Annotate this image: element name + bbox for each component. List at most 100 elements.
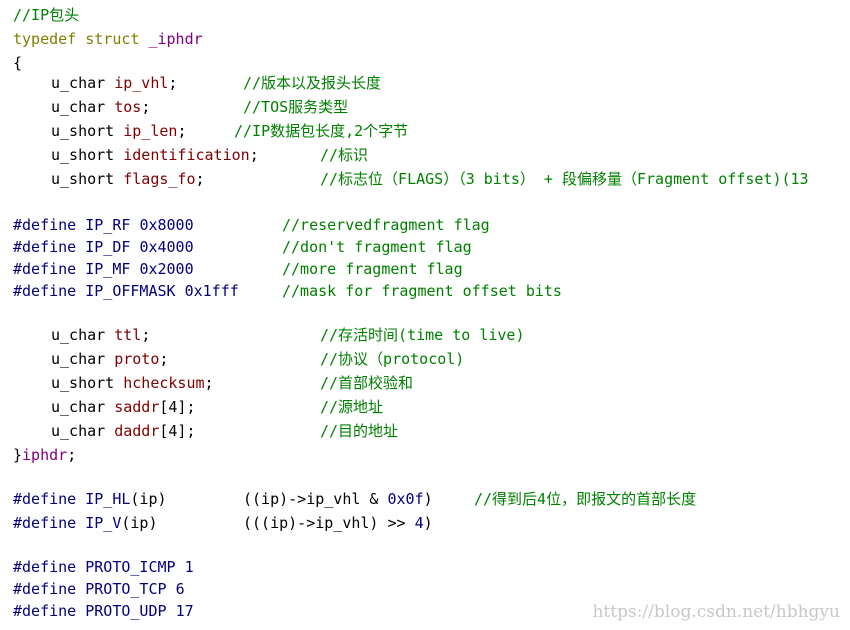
code-punct: ; — [204, 374, 214, 392]
code-line-comment-ttl: //存活时间(time to live) — [320, 324, 525, 346]
code-macro-name: IP_DF — [85, 238, 131, 256]
code-comment: //TOS服务类型 — [243, 98, 349, 116]
code-struct-name: _iphdr — [148, 30, 203, 48]
code-field: hchecksum — [123, 374, 205, 392]
code-type: u_char — [51, 74, 115, 92]
code-line-define-ip-df: #define IP_DF 0x4000 — [13, 236, 194, 258]
code-field: ttl — [114, 326, 142, 344]
code-line-comment-saddr: //源地址 — [320, 396, 383, 418]
code-macro-args: (ip) — [130, 490, 167, 508]
code-directive: #define — [13, 580, 86, 598]
code-comment: //IP包头 — [13, 6, 80, 24]
code-line-define-proto-icmp: #define PROTO_ICMP 1 — [13, 556, 194, 578]
code-brace: } — [13, 446, 23, 464]
code-comment: //IP数据包长度,2个字节 — [234, 122, 409, 140]
code-line-define-proto-udp: #define PROTO_UDP 17 — [13, 600, 194, 622]
code-field: identification — [123, 146, 250, 164]
code-line-field-daddr: u_char daddr[4]; — [51, 420, 196, 442]
code-line-comment-ip-hl: //得到后4位，即报文的首部长度 — [474, 488, 696, 510]
code-line-comment-ip-len: //IP数据包长度,2个字节 — [234, 120, 408, 142]
code-macro-name: IP_HL — [85, 490, 131, 508]
code-macro-body: (((ip)->ip_vhl) >> — [243, 514, 415, 532]
code-directive: #define — [13, 602, 86, 620]
code-number: 4 — [414, 514, 424, 532]
code-number: 0x1fff — [184, 282, 239, 300]
code-line-comment-ip-vhl: //版本以及报头长度 — [243, 72, 381, 94]
code-type: u_char — [51, 326, 115, 344]
code-punct: [4]; — [159, 422, 196, 440]
code-line-field-saddr: u_char saddr[4]; — [51, 396, 196, 418]
code-line-comment-hchecksum: //首部校验和 — [320, 372, 413, 394]
code-struct-name: iphdr — [22, 446, 68, 464]
code-number: 0x0f — [387, 490, 424, 508]
code-comment: //目的地址 — [320, 422, 399, 440]
code-macro-args: (ip) — [121, 514, 158, 532]
code-punct: ; — [195, 170, 205, 188]
code-line-comment-daddr: //目的地址 — [320, 420, 398, 442]
code-type: u_short — [51, 374, 124, 392]
code-line-define-ip-rf: #define IP_RF 0x8000 — [13, 214, 194, 236]
code-field: ip_vhl — [114, 74, 169, 92]
code-comment: //标识 — [320, 146, 369, 164]
code-directive: #define — [13, 558, 86, 576]
code-macro-body-end: ) — [423, 514, 433, 532]
code-directive: #define — [13, 216, 86, 234]
code-number: 1 — [184, 558, 194, 576]
code-comment: //首部校验和 — [320, 374, 414, 392]
code-directive: #define — [13, 260, 86, 278]
code-line-comment-ip-offmask: //mask for fragment offset bits — [282, 280, 562, 302]
code-comment: //标志位（FLAGS）（3 bits） + 段偏移量（Fragment off… — [320, 170, 809, 188]
code-number: 0x8000 — [139, 216, 194, 234]
code-punct: ; — [249, 146, 259, 164]
code-punct: ; — [159, 350, 169, 368]
code-line-header-comment: //IP包头 — [13, 4, 79, 26]
code-type: u_short — [51, 122, 124, 140]
code-line-field-ip-len: u_short ip_len; — [51, 120, 186, 142]
code-field: ip_len — [123, 122, 178, 140]
code-line-comment-identification: //标识 — [320, 144, 368, 166]
code-directive: #define — [13, 282, 86, 300]
code-type: u_char — [51, 98, 115, 116]
code-line-close-brace: }iphdr; — [13, 444, 76, 466]
code-type: u_short — [51, 146, 124, 164]
code-number: 0x2000 — [139, 260, 194, 278]
code-punct: ; — [177, 122, 187, 140]
code-line-field-identification: u_short identification; — [51, 144, 259, 166]
code-comment: //源地址 — [320, 398, 384, 416]
code-macro-name: PROTO_UDP — [85, 602, 167, 620]
code-line-comment-ip-mf: //more fragment flag — [282, 258, 463, 280]
code-line-comment-ip-df: //don't fragment flag — [282, 236, 472, 258]
code-number: 6 — [175, 580, 185, 598]
code-macro-name: PROTO_ICMP — [85, 558, 176, 576]
code-line-body-ip-v: (((ip)->ip_vhl) >> 4) — [243, 512, 433, 534]
code-line-comment-ip-rf: //reservedfragment flag — [282, 214, 490, 236]
code-line-comment-tos: //TOS服务类型 — [243, 96, 348, 118]
code-number: 0x4000 — [139, 238, 194, 256]
code-directive: #define — [13, 490, 86, 508]
code-punct: ; — [67, 446, 77, 464]
code-line-define-ip-v: #define IP_V(ip) — [13, 512, 158, 534]
code-punct: ; — [141, 98, 151, 116]
code-line-define-proto-tcp: #define PROTO_TCP 6 — [13, 578, 185, 600]
code-field: tos — [114, 98, 142, 116]
code-line-field-proto: u_char proto; — [51, 348, 168, 370]
code-line-comment-flags-fo: //标志位（FLAGS）（3 bits） + 段偏移量（Fragment off… — [320, 168, 850, 190]
code-macro-name: IP_RF — [85, 216, 131, 234]
code-line-field-tos: u_char tos; — [51, 96, 150, 118]
code-line-field-hchecksum: u_short hchecksum; — [51, 372, 214, 394]
code-macro-body: ((ip)->ip_vhl & — [243, 490, 388, 508]
code-macro-name: PROTO_TCP — [85, 580, 167, 598]
code-brace: { — [13, 54, 23, 72]
code-macro-body-end: ) — [423, 490, 433, 508]
watermark: https://blog.csdn.net/hbhgyu — [592, 602, 840, 622]
code-line-field-flags-fo: u_short flags_fo; — [51, 168, 205, 190]
code-comment: //reservedfragment flag — [282, 216, 490, 234]
code-field: saddr — [114, 398, 160, 416]
code-comment: //mask for fragment offset bits — [282, 282, 562, 300]
code-punct: ; — [168, 74, 178, 92]
code-type: u_char — [51, 398, 115, 416]
code-macro-name: IP_V — [85, 514, 122, 532]
code-field: proto — [114, 350, 160, 368]
code-punct: ; — [141, 326, 151, 344]
